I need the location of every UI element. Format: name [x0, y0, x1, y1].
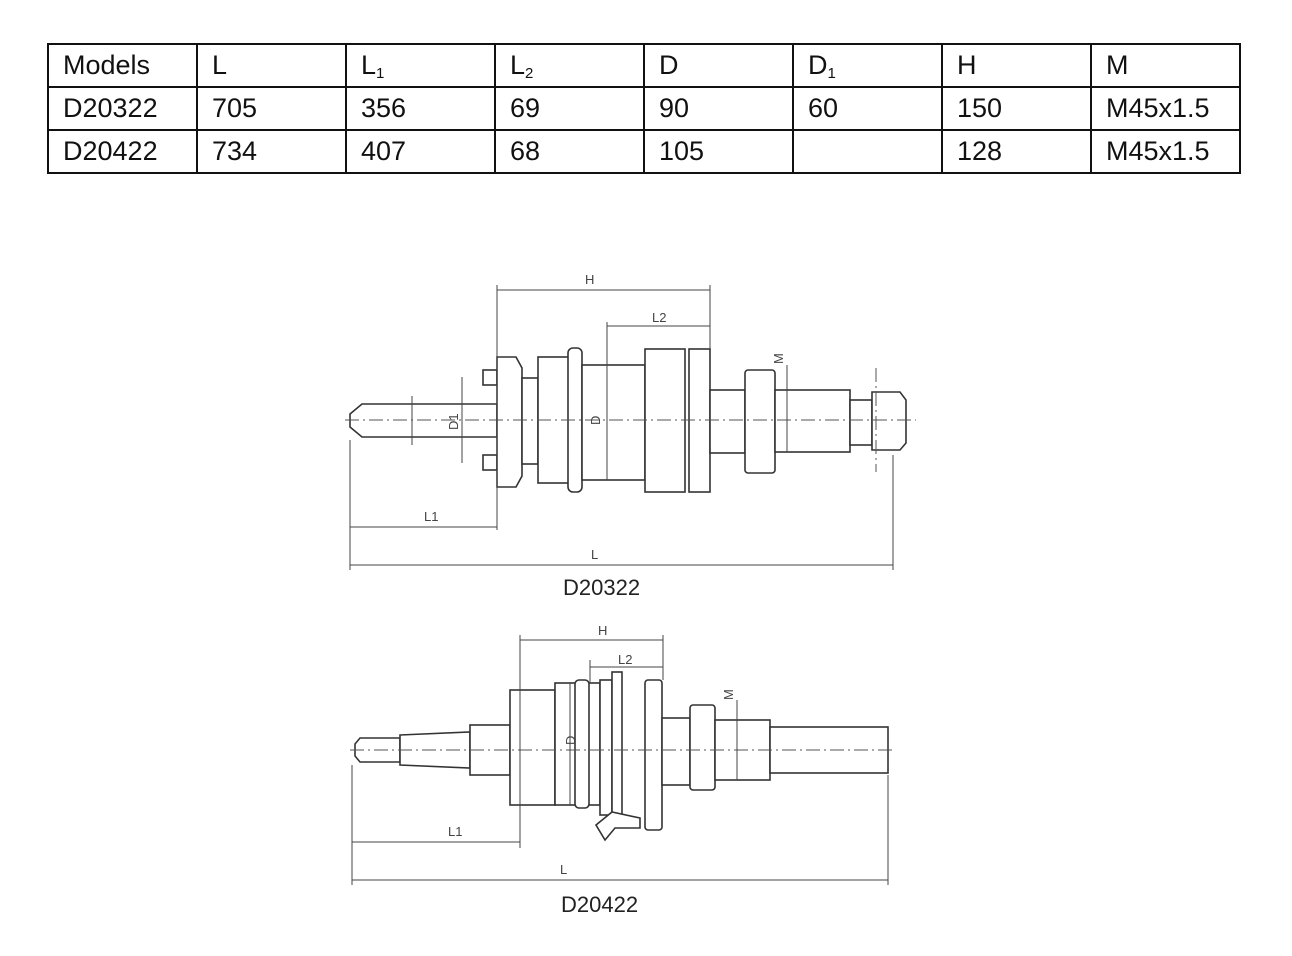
- d1-label: D1: [446, 413, 461, 430]
- neck: [521, 377, 539, 465]
- l2-label: L2: [618, 652, 632, 667]
- header-cell: M: [1090, 43, 1241, 88]
- table-cell: 69: [494, 86, 645, 131]
- flange: [611, 671, 623, 821]
- d-label: D: [588, 416, 603, 425]
- header-text: L: [212, 50, 228, 80]
- right-shaft: [849, 399, 873, 446]
- h-label: H: [598, 623, 607, 638]
- l1-label: L1: [424, 509, 438, 524]
- body-section: [599, 679, 613, 816]
- header-text: D: [808, 49, 828, 80]
- table-cell: 60: [792, 86, 943, 131]
- header-subscript: 1: [376, 64, 385, 82]
- table-header-row: Models L L1 L2 D D1 H M: [47, 43, 1241, 88]
- l2-label: L2: [652, 310, 666, 325]
- bolt: [482, 454, 498, 471]
- header-text: L: [510, 49, 526, 80]
- m-label: M: [771, 353, 786, 364]
- table-cell: 407: [345, 129, 496, 174]
- drawing-caption: D20422: [561, 892, 639, 917]
- nut: [744, 369, 776, 474]
- table-cell: 90: [643, 86, 794, 131]
- d-label: D: [563, 736, 578, 745]
- flange: [496, 356, 523, 488]
- l-label: L: [591, 547, 598, 562]
- header-cell: L2: [494, 43, 645, 88]
- drawing-caption: D20322: [563, 575, 641, 600]
- header-text: Models: [63, 50, 151, 80]
- l1-label: L1: [448, 824, 462, 839]
- header-text: L: [361, 49, 377, 80]
- ring: [574, 679, 590, 809]
- header-subscript: 1: [827, 64, 836, 82]
- h-label: H: [585, 272, 594, 287]
- specifications-table: Models L L1 L2 D D1 H M D20322 705 356 6…: [47, 43, 1241, 174]
- right-shaft: [774, 389, 851, 453]
- table-row: D20322 705 356 69 90 60 150 M45x1.5: [47, 86, 1241, 131]
- drawing-d20422: H L2 D M L1 L: [350, 623, 895, 885]
- table-cell: 356: [345, 86, 496, 131]
- table-cell: 150: [941, 86, 1092, 131]
- bolt: [482, 369, 498, 386]
- table-cell: [792, 129, 943, 174]
- header-subscript: 2: [525, 64, 534, 82]
- right-shaft: [709, 389, 746, 454]
- header-cell: L: [196, 43, 347, 88]
- right-shaft: [661, 717, 691, 786]
- clamp: [594, 811, 641, 842]
- header-text: H: [957, 50, 977, 80]
- header-cell: H: [941, 43, 1092, 88]
- table-cell: D20322: [47, 86, 198, 131]
- table-cell: 128: [941, 129, 1092, 174]
- drawing-d20322: H L2 D D1 M L1 L: [345, 272, 916, 570]
- l-label: L: [560, 862, 567, 877]
- body-section: [581, 364, 646, 481]
- m-label: M: [721, 689, 736, 700]
- flange: [644, 679, 663, 831]
- table-cell: 105: [643, 129, 794, 174]
- nut: [689, 704, 716, 791]
- header-cell: D: [643, 43, 794, 88]
- table-cell: D20422: [47, 129, 198, 174]
- table-cell: 705: [196, 86, 347, 131]
- block: [509, 689, 556, 806]
- table-cell: M45x1.5: [1090, 86, 1241, 131]
- header-cell: L1: [345, 43, 496, 88]
- header-text: D: [659, 50, 679, 80]
- shaft-tip: [871, 391, 907, 451]
- table-row: D20422 734 407 68 105 128 M45x1.5: [47, 129, 1241, 174]
- table-cell: 734: [196, 129, 347, 174]
- header-cell: Models: [47, 43, 198, 88]
- table-cell: M45x1.5: [1090, 129, 1241, 174]
- header-cell: D1: [792, 43, 943, 88]
- header-text: M: [1106, 50, 1129, 80]
- table-cell: 68: [494, 129, 645, 174]
